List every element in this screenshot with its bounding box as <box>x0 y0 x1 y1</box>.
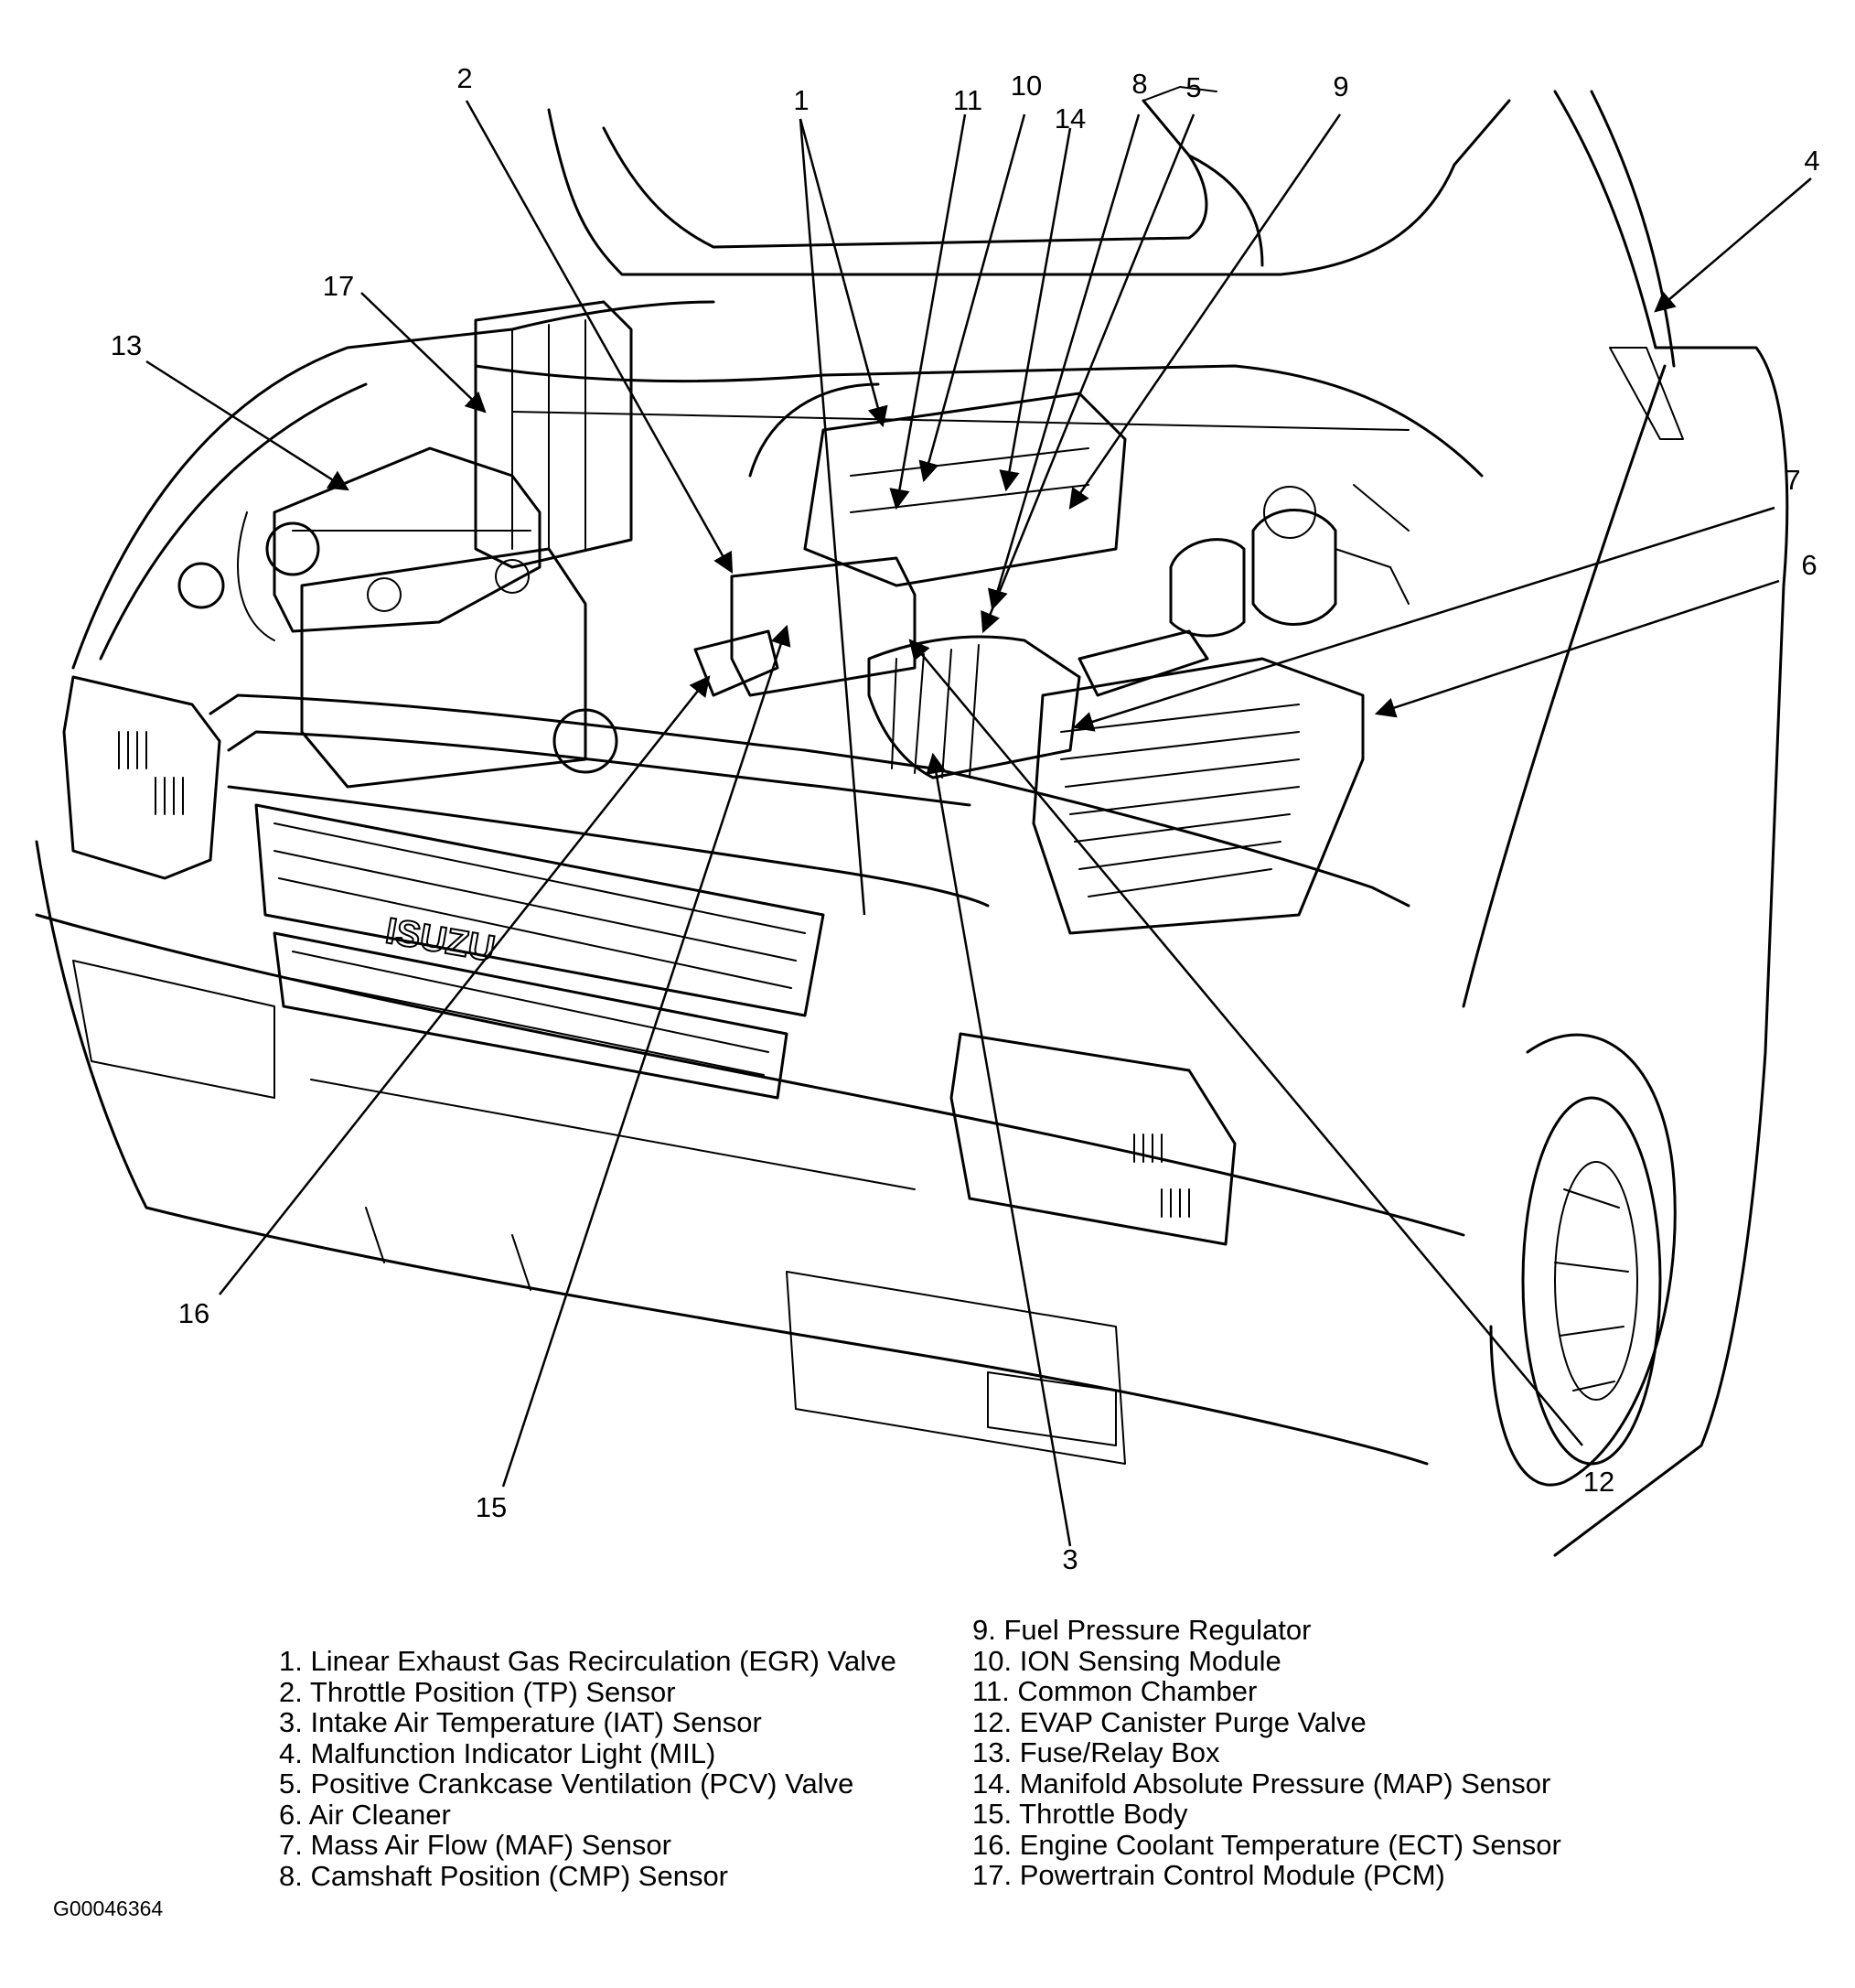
legend-item: 3. Intake Air Temperature (IAT) Sensor <box>279 1706 762 1738</box>
callout-6: 6 <box>1801 549 1817 581</box>
callout-9: 9 <box>1333 70 1348 102</box>
callout-3: 3 <box>1062 1543 1078 1575</box>
callout-2: 2 <box>456 62 472 94</box>
legend-item: 7. Mass Air Flow (MAF) Sensor <box>279 1829 671 1861</box>
legend-item: 14. Manifold Absolute Pressure (MAP) Sen… <box>972 1767 1551 1800</box>
legend-item: 15. Throttle Body <box>972 1798 1188 1830</box>
callout-15: 15 <box>476 1491 507 1523</box>
callout-10: 10 <box>1011 70 1042 102</box>
legend-left-column: 1. Linear Exhaust Gas Recirculation (EGR… <box>279 1646 896 1891</box>
legend-item: 4. Malfunction Indicator Light (MIL) <box>279 1736 716 1769</box>
figure-code: G00046364 <box>53 1897 164 1920</box>
callout-8: 8 <box>1131 68 1147 100</box>
callout-17: 17 <box>323 270 354 302</box>
callout-numbers: 1 2 3 4 5 6 7 8 9 10 11 12 13 14 15 16 1… <box>111 62 1820 1575</box>
callout-7: 7 <box>1785 464 1800 496</box>
legend-item: 10. ION Sensing Module <box>972 1644 1281 1677</box>
legend-item: 12. EVAP Canister Purge Valve <box>972 1705 1367 1738</box>
callout-16: 16 <box>178 1297 209 1329</box>
legend-item: 9. Fuel Pressure Regulator <box>972 1614 1312 1646</box>
vehicle-body-outline: ISUZU <box>35 86 1789 1557</box>
legend-item: 17. Powertrain Control Module (PCM) <box>972 1859 1445 1891</box>
legend-item: 11. Common Chamber <box>972 1675 1258 1707</box>
callout-14: 14 <box>1055 102 1086 134</box>
legend-item: 8. Camshaft Position (CMP) Sensor <box>279 1859 729 1892</box>
callout-1: 1 <box>793 84 809 116</box>
legend-item: 6. Air Cleaner <box>279 1798 451 1831</box>
callout-5: 5 <box>1185 71 1201 103</box>
legend-item: 2. Throttle Position (TP) Sensor <box>279 1675 676 1708</box>
legend-item: 16. Engine Coolant Temperature (ECT) Sen… <box>972 1828 1561 1861</box>
legend-right-column: 9. Fuel Pressure Regulator 10. ION Sensi… <box>972 1615 1561 1891</box>
callout-4: 4 <box>1804 145 1819 177</box>
legend-item: 5. Positive Crankcase Ventilation (PCV) … <box>279 1768 854 1800</box>
legend-item: 1. Linear Exhaust Gas Recirculation (EGR… <box>279 1645 896 1677</box>
callout-leader-lines <box>145 100 1812 1547</box>
callout-13: 13 <box>111 329 142 361</box>
legend-item: 13. Fuse/Relay Box <box>972 1736 1220 1768</box>
callout-12: 12 <box>1583 1466 1614 1498</box>
grille-logo: ISUZU <box>382 911 498 970</box>
callout-11: 11 <box>953 84 982 116</box>
